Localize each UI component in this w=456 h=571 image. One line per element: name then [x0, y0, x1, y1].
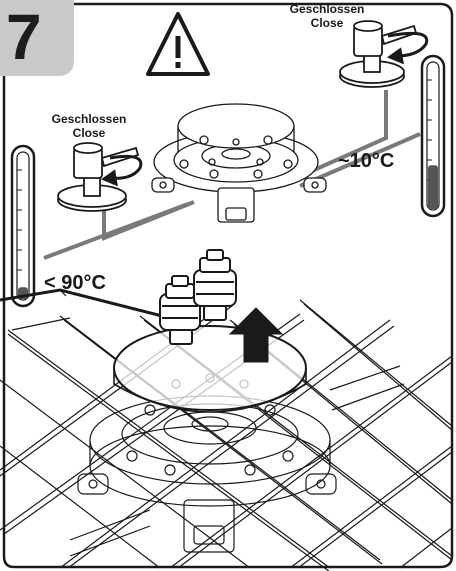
valve-right-label-en: Close [310, 16, 344, 30]
valve-left-label: Geschlossen Close [38, 112, 140, 140]
step-number: 7 [6, 1, 42, 73]
temperature-cold-label: ~10°C [338, 150, 395, 172]
pipes [43, 90, 421, 260]
step-tab: 7 [0, 0, 74, 76]
rotate-arrow-icon-left [100, 154, 143, 187]
arrow-up-icon [228, 307, 284, 363]
valve-right [339, 20, 418, 88]
rotate-arrow-icon-right [386, 31, 429, 65]
valve-right-label: Geschlossen Close [276, 2, 378, 30]
manifold-top [151, 103, 327, 223]
warning-icon [146, 12, 210, 76]
valve-right-label-de: Geschlossen [289, 2, 365, 16]
fitting-left [159, 275, 201, 345]
thermometer-cold [420, 54, 446, 218]
thermometer-hot [10, 144, 36, 308]
cap-disc [113, 325, 307, 413]
fitting-right [193, 249, 237, 321]
temperature-hot-label: < 90°C [44, 272, 106, 294]
valve-left-label-en: Close [72, 126, 106, 140]
thermometer-cold-fill [428, 165, 438, 209]
valve-left-label-de: Geschlossen [51, 112, 127, 126]
floor-grid [0, 288, 453, 571]
